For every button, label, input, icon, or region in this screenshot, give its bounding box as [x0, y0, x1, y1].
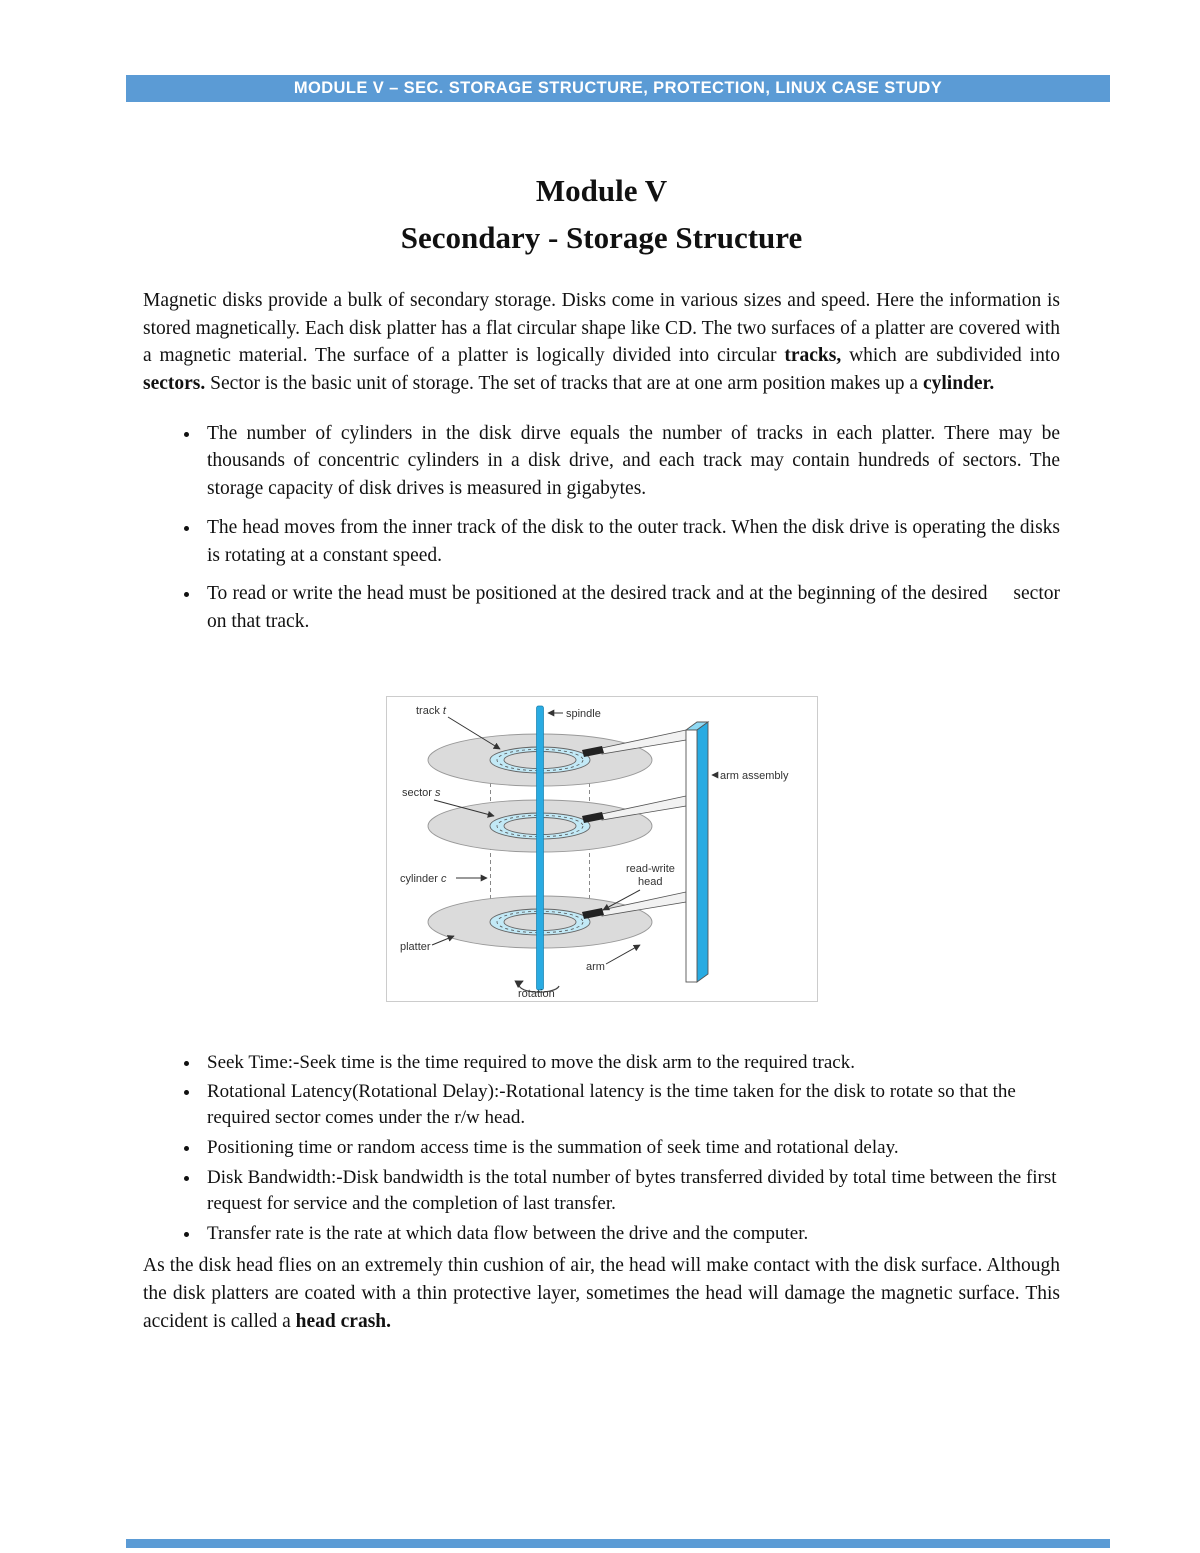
label-sector-pointer: [433, 799, 495, 818]
intro-bold-cylinder: cylinder.: [922, 373, 995, 395]
timing-terms-list: Seek Time:-Seek time is the time require…: [167, 1050, 1060, 1247]
arm-assembly: [684, 720, 709, 983]
list-item: Disk Bandwidth:-Disk bandwidth is the to…: [201, 1165, 1060, 1217]
rotation-arrow: [513, 980, 560, 993]
list-item: Positioning time or random access time i…: [201, 1135, 1060, 1161]
intro-text: Magnetic disks provide a bulk of seconda…: [143, 290, 1060, 367]
label-sector: sector s: [402, 787, 441, 799]
intro-bold-tracks: tracks,: [784, 345, 842, 367]
list-item: Rotational Latency(Rotational Delay):-Ro…: [201, 1079, 1060, 1131]
label-spindle: spindle: [566, 708, 601, 720]
label-rotation: rotation: [518, 988, 555, 998]
read-write-heads: [581, 745, 604, 919]
label-arm: arm: [586, 961, 605, 973]
label-arm-pointer: [605, 944, 641, 964]
label-read-write-head-pointer: [601, 889, 640, 911]
title-line-1: Module V: [535, 173, 668, 208]
list-item: The number of cylinders in the disk dirv…: [201, 420, 1060, 503]
closing-bold-head-crash: head crash.: [295, 1310, 392, 1332]
page-title: Module V Secondary - Storage Structure: [143, 168, 1060, 261]
list-item: Seek Time:-Seek time is the time require…: [201, 1050, 1060, 1076]
list-item: To read or write the head must be positi…: [201, 580, 1060, 635]
intro-paragraph: Magnetic disks provide a bulk of seconda…: [143, 287, 1060, 398]
label-cylinder: cylinder c: [400, 873, 447, 885]
document-body: Module V Secondary - Storage Structure M…: [143, 168, 1060, 1335]
intro-text: Sector is the basic unit of storage. The…: [205, 373, 923, 395]
disk-mechanism-diagram: track t spindle sector s arm assembly cy…: [400, 705, 789, 998]
label-track: track t: [416, 705, 447, 717]
disk-mechanism-figure: track t spindle sector s arm assembly cy…: [385, 695, 818, 1002]
label-track-pointer: [447, 716, 501, 749]
list-item: The head moves from the inner track of t…: [201, 514, 1060, 569]
list-item: Transfer rate is the rate at which data …: [201, 1221, 1060, 1247]
intro-text: which are subdivided into: [841, 345, 1060, 367]
label-platter: platter: [400, 941, 431, 953]
disk-facts-list: The number of cylinders in the disk dirv…: [167, 420, 1060, 636]
spindle-rod: [535, 705, 544, 990]
closing-paragraph: As the disk head flies on an extremely t…: [143, 1252, 1060, 1335]
footer-banner: [126, 1539, 1110, 1548]
header-banner: MODULE V – SEC. STORAGE STRUCTURE, PROTE…: [126, 75, 1110, 102]
closing-text: As the disk head flies on an extremely t…: [143, 1255, 1060, 1332]
label-platter-pointer: [431, 934, 455, 946]
intro-bold-sectors: sectors.: [143, 373, 206, 395]
label-arm-assembly: arm assembly: [720, 770, 789, 782]
header-title: MODULE V – SEC. STORAGE STRUCTURE, PROTE…: [293, 79, 943, 97]
title-line-2: Secondary - Storage Structure: [400, 219, 803, 255]
